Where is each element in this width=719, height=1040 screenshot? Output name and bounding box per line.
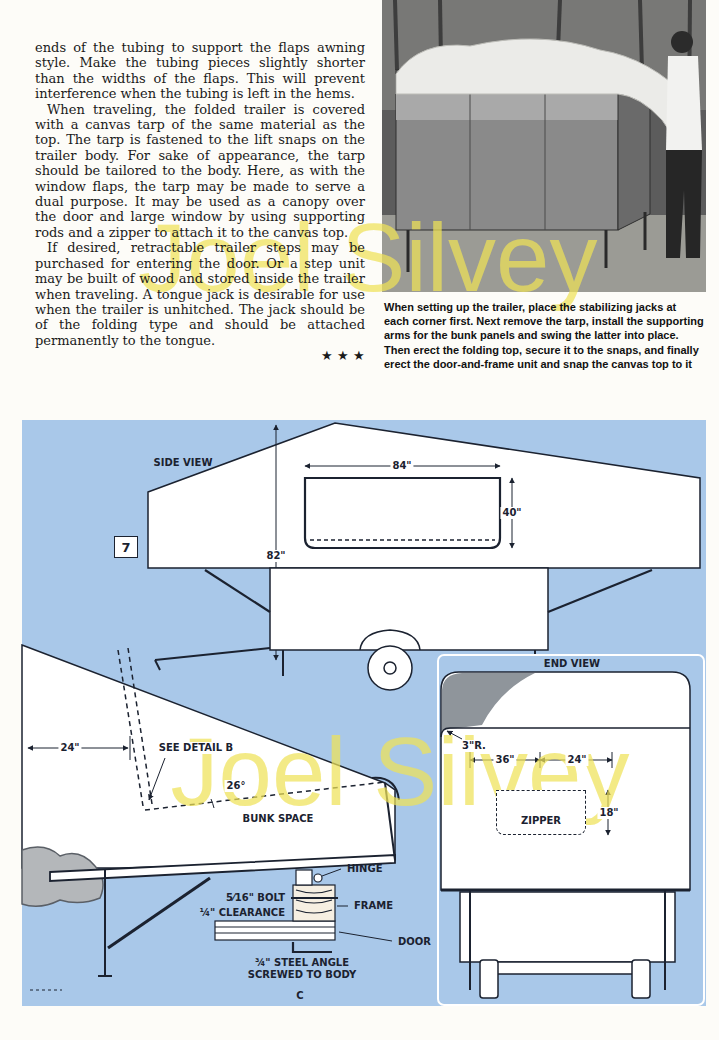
dimension-label: 18": [597, 807, 620, 819]
side-view: [148, 423, 700, 568]
photo-person: [671, 31, 693, 53]
photo-person: [666, 56, 702, 150]
part-label: 5⁄16" BOLT: [224, 892, 287, 904]
part-label: ¼" CLEARANCE: [198, 907, 287, 919]
bunk-detail: [50, 855, 395, 881]
side-view: [155, 660, 160, 670]
side-view: [282, 650, 284, 676]
hinge-detail: [337, 906, 348, 907]
side-view: [155, 648, 270, 660]
hinge-detail: [293, 942, 332, 952]
photo-person: [666, 150, 702, 258]
blue-panel: [22, 420, 706, 1006]
side-view: [270, 568, 548, 650]
hinge-detail: [296, 870, 312, 885]
hinge-detail: [215, 921, 335, 940]
photo: [396, 92, 618, 120]
end-mark: ★ ★ ★: [35, 348, 365, 363]
hinge-detail: [291, 897, 338, 899]
node-text: ZIPPER: [521, 815, 561, 826]
photo-trees: [395, 0, 690, 230]
dimension-label: 3"R.: [460, 740, 488, 752]
hinge-detail: [215, 926, 335, 927]
article-paragraph: If desired, retractable trailer steps ma…: [35, 240, 365, 348]
photo-trees: [640, 0, 642, 70]
end-view: [480, 960, 498, 998]
end-view: [664, 890, 666, 990]
window-flap: ZIPPER: [496, 790, 586, 835]
dimension-label: 40": [500, 507, 523, 519]
dimension-label: 82": [264, 550, 287, 562]
bunk-detail: [130, 736, 131, 760]
callout-label: SEE DETAIL B: [157, 742, 235, 754]
photo-jacks: [605, 230, 608, 268]
part-label: FRAME: [352, 900, 395, 912]
side-view: [368, 646, 412, 690]
photo-trees: [395, 0, 397, 70]
dimension-label: 24": [565, 754, 588, 766]
side-view: [148, 423, 700, 690]
end-view: [632, 960, 650, 998]
hinge-detail: [314, 874, 322, 882]
end-view: [460, 892, 675, 962]
angle-label: 26°: [225, 780, 248, 792]
dimension-label: 84": [390, 460, 413, 472]
bunk-detail: [108, 878, 210, 948]
bunk-detail: [149, 758, 165, 800]
end-view: [438, 655, 704, 1005]
side-view: [310, 539, 495, 541]
hinge-detail: [296, 890, 332, 913]
figure-number-box: 7: [114, 536, 138, 558]
area-label: BUNK SPACE: [241, 813, 316, 825]
part-label: HINGE: [345, 863, 385, 875]
side-view: [205, 570, 270, 612]
figure-letter: C: [294, 990, 305, 1002]
bunk-detail: [118, 650, 143, 806]
photo-caption: When setting up the trailer, place the s…: [384, 300, 704, 371]
view-title: END VIEW: [542, 658, 602, 670]
hinge-detail: [215, 932, 335, 933]
bunk-detail: [104, 870, 106, 976]
dimension-label: 36": [493, 754, 516, 766]
bunk-detail: [98, 975, 112, 977]
bunk-detail: [30, 990, 62, 991]
part-label: DOOR: [396, 936, 433, 948]
end-view: [441, 889, 690, 892]
hinge-detail: [322, 869, 341, 876]
article-column: ends of the tubing to support the flaps …: [35, 40, 365, 364]
bunk-detail: [128, 648, 152, 804]
side-view: [305, 478, 500, 548]
article-paragraph: ends of the tubing to support the flaps …: [35, 40, 365, 102]
article-paragraph: When traveling, the folded trailer is co…: [35, 102, 365, 241]
part-label: ¾" STEEL ANGLE SCREWED TO BODY: [244, 957, 360, 981]
node-text: 7: [121, 540, 130, 555]
hinge-detail: [339, 932, 392, 941]
photo-jacks: [644, 212, 647, 250]
end-view: [438, 655, 704, 1005]
side-view: [384, 662, 396, 674]
view-title: SIDE VIEW: [152, 457, 215, 469]
end-view: [469, 890, 471, 990]
end-view: [490, 962, 640, 974]
side-view: [548, 570, 652, 612]
photo-person: [666, 31, 702, 258]
dimension-label: 24": [58, 742, 81, 754]
hinge-detail: [293, 885, 335, 921]
photo: [396, 39, 695, 152]
